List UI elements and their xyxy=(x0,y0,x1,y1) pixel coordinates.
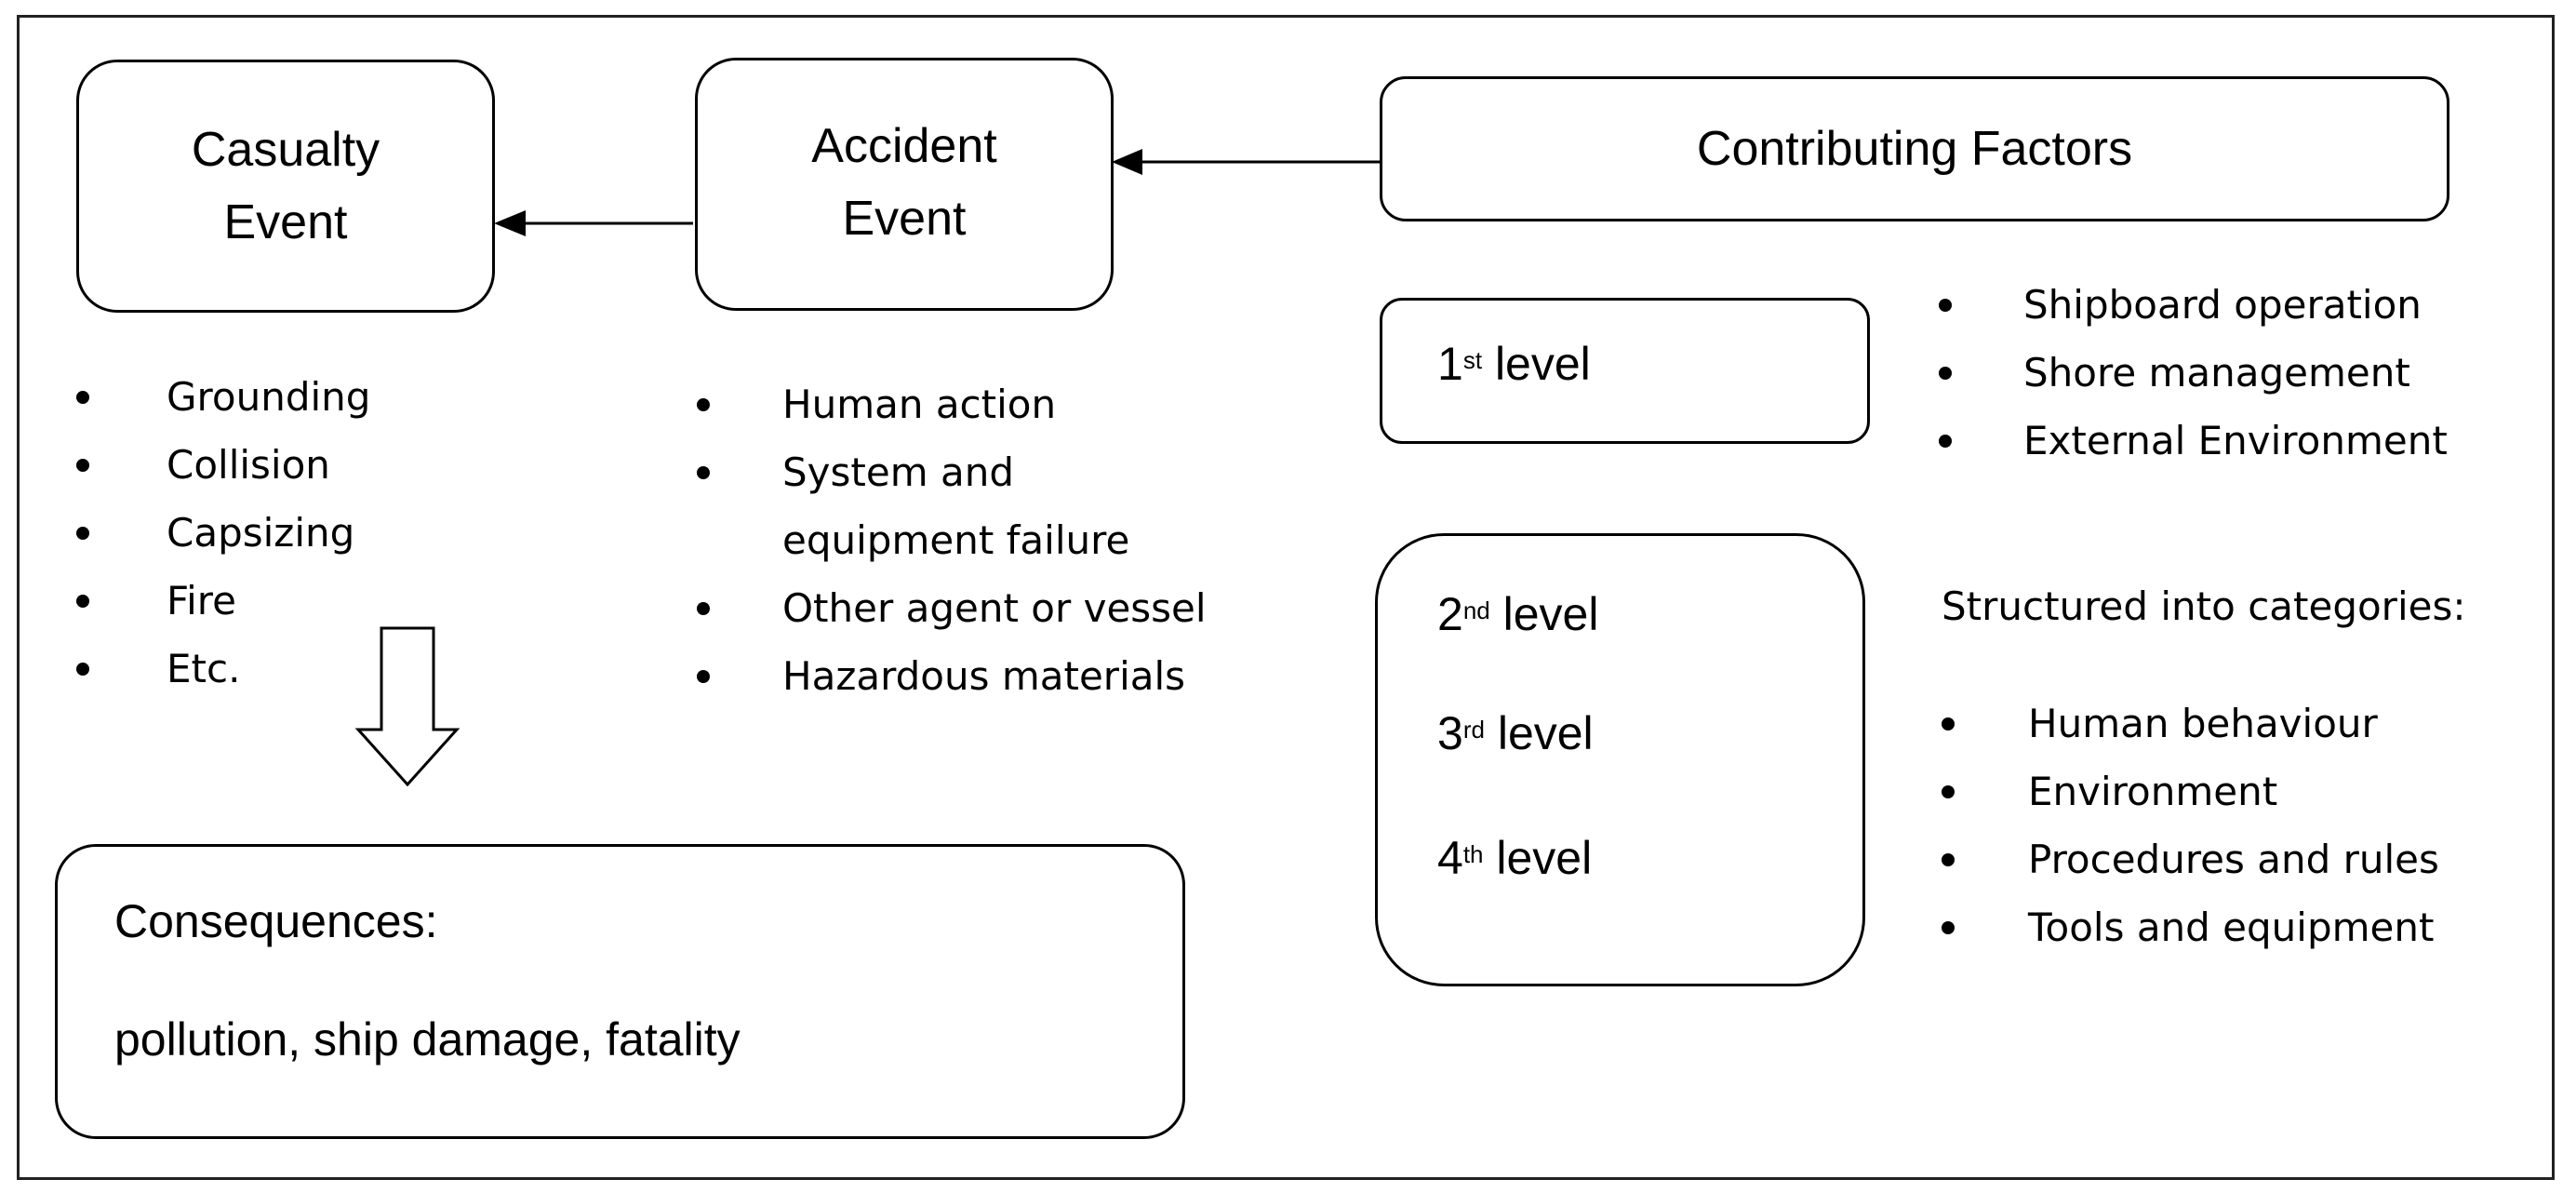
accident-list: Human action System and equipment failur… xyxy=(697,370,1207,710)
list-item: Other agent or vessel xyxy=(697,574,1207,642)
third-level-label: 3rd level xyxy=(1437,707,1594,759)
down-arrow-to-consequences xyxy=(354,626,460,787)
list-item: Procedures and rules xyxy=(1942,825,2439,893)
list-item: Shore management xyxy=(1939,339,2448,407)
consequences-box xyxy=(55,844,1185,1139)
consequences-text: pollution, ship damage, fatality xyxy=(114,1013,741,1066)
list-item: Human behaviour xyxy=(1942,690,2439,757)
fourth-level-label: 4th level xyxy=(1437,832,1593,884)
arrowhead-casualty xyxy=(494,210,526,236)
accident-title-line2: Event xyxy=(842,192,967,246)
list-item: External Environment xyxy=(1939,407,2448,475)
list-item: Grounding xyxy=(76,363,370,431)
second-level-label: 2nd level xyxy=(1437,588,1599,640)
casualty-title-line1: Casualty xyxy=(191,123,380,177)
casualty-list: Grounding Collision Capsizing Fire Etc. xyxy=(76,363,370,703)
outer-frame xyxy=(17,15,2555,1180)
levels-2-4-box xyxy=(1375,533,1865,986)
list-item: Tools and equipment xyxy=(1942,893,2439,961)
list-item: Collision xyxy=(76,431,370,499)
consequences-label: Consequences: xyxy=(114,895,438,947)
list-item: Etc. xyxy=(76,635,370,703)
categories-list: Human behaviour Environment Procedures a… xyxy=(1942,690,2439,961)
casualty-event-box xyxy=(76,60,495,313)
list-item: equipment failure xyxy=(782,517,1130,563)
list-item: Fire xyxy=(76,567,370,635)
list-item: Capsizing xyxy=(76,499,370,567)
casualty-event-title: Casualty Event xyxy=(76,114,495,259)
list-item: System and xyxy=(697,438,1207,506)
contributing-factors-title: Contributing Factors xyxy=(1696,122,2133,176)
list-item: Hazardous materials xyxy=(697,642,1207,710)
arrowhead-accident xyxy=(1112,149,1142,175)
first-level-label: 1st level xyxy=(1437,338,1591,390)
first-level-box xyxy=(1380,298,1870,444)
categories-heading: Structured into categories: xyxy=(1942,583,2466,629)
contributing-factors-box xyxy=(1380,76,2449,221)
list-item: Shipboard operation xyxy=(1939,271,2448,339)
accident-title-line1: Accident xyxy=(811,119,997,173)
list-item: Human action xyxy=(697,370,1207,438)
list-item: Environment xyxy=(1942,757,2439,825)
accident-event-box xyxy=(695,58,1114,311)
accident-event-title: Accident Event xyxy=(695,110,1114,255)
first-level-list: Shipboard operation Shore management Ext… xyxy=(1939,271,2448,475)
casualty-title-line2: Event xyxy=(223,195,348,249)
